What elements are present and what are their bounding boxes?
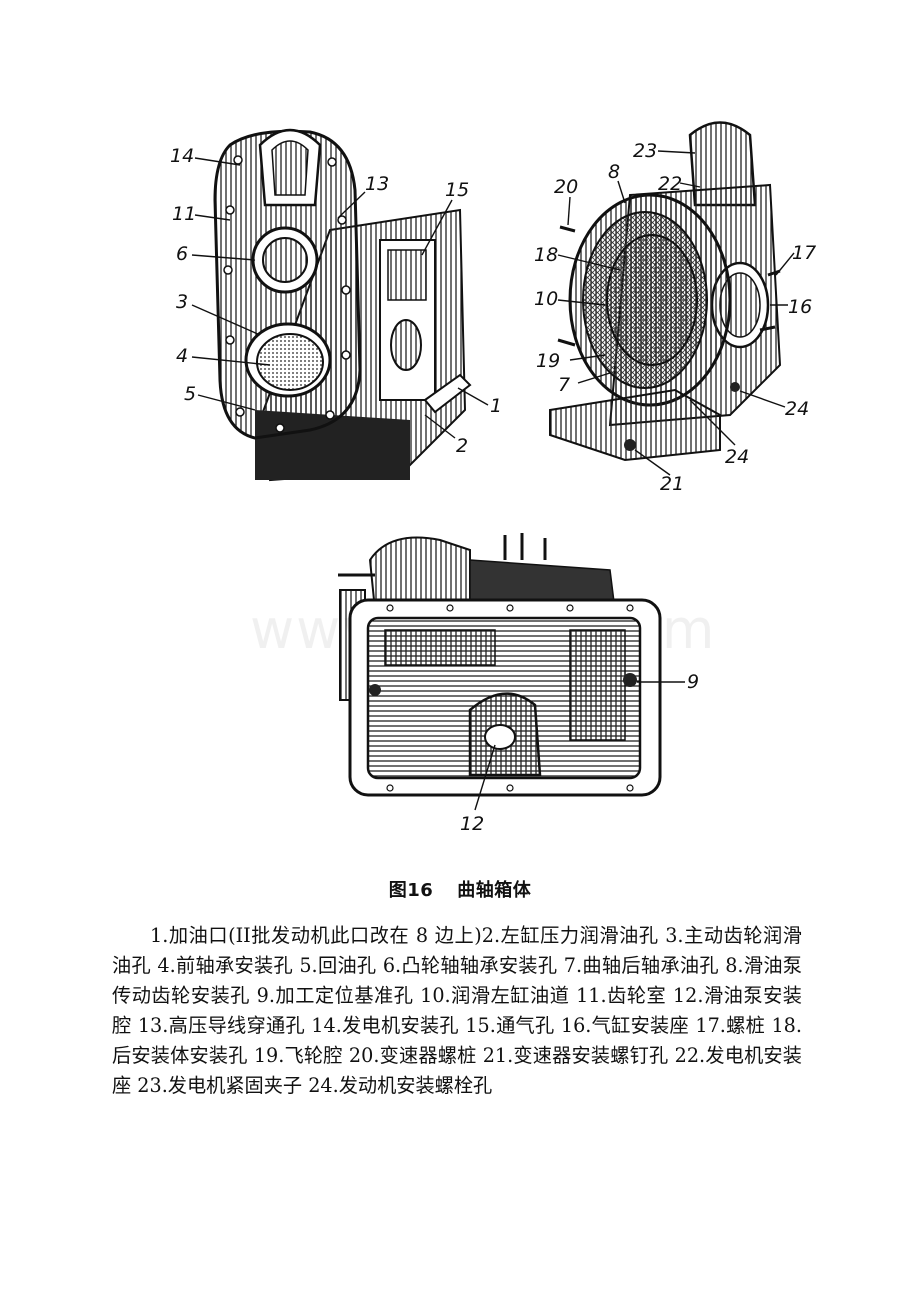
callout-5: 5 bbox=[184, 383, 196, 405]
callout-1: 1 bbox=[490, 395, 502, 417]
callout-6: 6 bbox=[176, 243, 188, 265]
callout-10: 10 bbox=[534, 288, 558, 310]
callout-11: 11 bbox=[172, 203, 196, 225]
callout-21: 24 bbox=[725, 446, 749, 468]
callout-15: 15 bbox=[445, 179, 469, 201]
callout-24-bottom: 21 bbox=[660, 473, 684, 495]
figure-title: 曲轴箱体 bbox=[457, 880, 532, 901]
callout-19: 19 bbox=[536, 350, 560, 372]
crankcase-rear-view: 23 20 8 22 18 17 10 16 19 7 24 21 24 bbox=[530, 115, 830, 500]
callout-7: 7 bbox=[558, 374, 570, 396]
callout-3: 3 bbox=[176, 291, 188, 313]
callout-22: 22 bbox=[658, 173, 682, 195]
callout-8: 8 bbox=[608, 161, 620, 183]
callout-2: 2 bbox=[456, 435, 468, 457]
legend-paragraph: 1.加油口(II批发动机此口改在 8 边上)2.左缸压力润滑油孔 3.主动齿轮润… bbox=[112, 924, 802, 1097]
callout-16: 16 bbox=[788, 296, 812, 318]
callout-14: 14 bbox=[170, 145, 194, 167]
callout-12: 12 bbox=[460, 813, 484, 835]
callout-17: 17 bbox=[792, 242, 816, 264]
callout-20: 20 bbox=[554, 176, 578, 198]
callout-24-right: 24 bbox=[785, 398, 809, 420]
crankcase-front-view: 14 13 15 11 6 3 4 5 1 2 bbox=[160, 120, 520, 500]
callout-4: 4 bbox=[176, 345, 188, 367]
figure-caption: 图16 曲轴箱体 bbox=[0, 876, 920, 902]
figure-label: 图16 bbox=[388, 880, 434, 901]
callout-13: 13 bbox=[365, 173, 389, 195]
callout-23: 23 bbox=[633, 140, 657, 162]
callout-18: 18 bbox=[534, 244, 558, 266]
callout-9: 9 bbox=[687, 671, 699, 693]
crankcase-bottom-view: 9 12 bbox=[330, 530, 720, 840]
